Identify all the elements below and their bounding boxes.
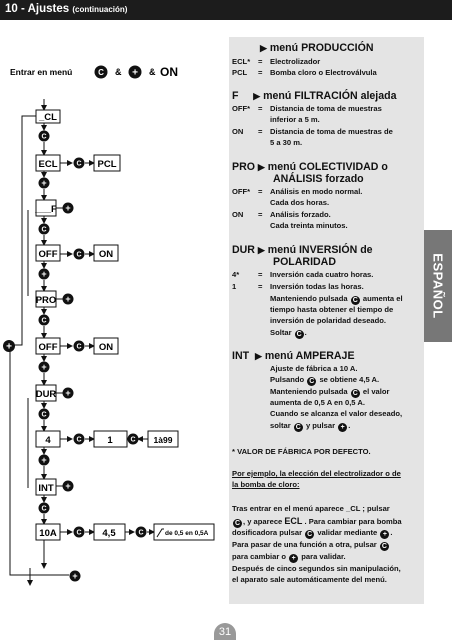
header-title: 10 - Ajustes (continuación) — [5, 3, 128, 15]
svg-text:C: C — [76, 530, 81, 537]
prod-row-pcl: PCL — [232, 68, 248, 77]
svg-text:+: + — [65, 481, 70, 491]
svg-text:C: C — [76, 252, 81, 259]
svg-text:C: C — [41, 318, 46, 325]
box-step: de 0,5 en 0,5A — [165, 530, 209, 537]
c-icon: C — [293, 423, 303, 432]
plus-icon: + — [289, 554, 299, 563]
plus-icon: + — [128, 65, 142, 79]
box-on-1: ON — [99, 249, 113, 260]
box-cl: _CL — [38, 112, 57, 123]
prod-row-ecl: ECL* — [232, 57, 251, 66]
plus-icon: + — [338, 423, 348, 432]
svg-text:C: C — [41, 134, 46, 141]
box-4-5: 4,5 — [102, 528, 116, 539]
svg-text:C: C — [76, 437, 81, 444]
plus-button-icons — [38, 177, 81, 582]
box-range: 1à99 — [154, 435, 173, 445]
box-int: INT — [38, 483, 54, 494]
language-tab: ESPAÑOL — [424, 230, 452, 342]
colec-title: PRO ▶ menú COLECTIVIDAD o — [232, 161, 388, 173]
svg-text:C: C — [76, 161, 81, 168]
c-icon: C — [305, 530, 315, 539]
svg-text:+: + — [65, 294, 70, 304]
amp-sign-2: & — [149, 67, 156, 77]
box-4: 4 — [45, 435, 51, 446]
svg-text:+: + — [41, 269, 46, 279]
svg-text:+: + — [6, 342, 12, 353]
box-pcl: PCL — [98, 159, 117, 170]
menu-flow-diagram: Entrar en menú C & + & ON + — [3, 65, 215, 586]
c-icon: C — [233, 519, 242, 528]
svg-text:+: + — [65, 388, 70, 398]
page-number: 31 — [214, 623, 236, 640]
c-button-icons — [38, 130, 147, 538]
svg-text:+: + — [41, 362, 46, 372]
svg-text:+: + — [132, 68, 138, 79]
step-icon — [156, 528, 164, 538]
entry-label: Entrar en menú — [10, 67, 72, 77]
svg-text:C: C — [41, 227, 46, 234]
box-1: 1 — [107, 435, 113, 446]
loop-plus-icon: + — [3, 340, 15, 353]
box-f: ___F — [34, 204, 57, 215]
inv-title: DUR ▶ menú INVERSIÓN de — [232, 244, 373, 256]
box-pro: PRO — [36, 295, 57, 306]
amp-title: INT ▶ menú AMPERAJE — [232, 350, 355, 362]
svg-text:C: C — [138, 530, 143, 537]
box-10a: 10A — [39, 528, 57, 539]
box-dur: DUR — [36, 389, 57, 400]
default-note: * VALOR DE FÁBRICA POR DEFECTO. — [232, 447, 371, 456]
svg-text:C: C — [41, 506, 46, 513]
box-off-1: OFF — [39, 249, 58, 260]
svg-text:+: + — [65, 203, 70, 213]
svg-text:C: C — [76, 344, 81, 351]
c-icon: C — [307, 377, 317, 386]
amp-sign: & — [115, 67, 122, 77]
filt-title: F ▶ menú FILTRACIÓN alejada — [232, 90, 397, 102]
description-panel — [229, 37, 424, 604]
on-label: ON — [160, 65, 178, 79]
box-ecl: ECL — [39, 159, 58, 170]
box-off-2: OFF — [39, 342, 58, 353]
prod-title: ▶ menú PRODUCCIÓN — [260, 42, 374, 54]
svg-text:+: + — [41, 455, 46, 465]
c-icon: C — [350, 296, 360, 305]
page-header: 10 - Ajustes (continuación) — [0, 0, 452, 20]
svg-text:+: + — [72, 571, 77, 581]
c-icon: C — [379, 542, 389, 551]
svg-text:+: + — [41, 178, 46, 188]
box-on-2: ON — [99, 342, 113, 353]
c-icon: C — [350, 389, 360, 398]
svg-text:C: C — [41, 412, 46, 419]
c-icon: C — [294, 330, 304, 339]
c-icon: C — [94, 65, 108, 79]
plus-icon: + — [380, 530, 390, 539]
svg-text:C: C — [130, 437, 135, 444]
svg-text:C: C — [98, 68, 104, 77]
